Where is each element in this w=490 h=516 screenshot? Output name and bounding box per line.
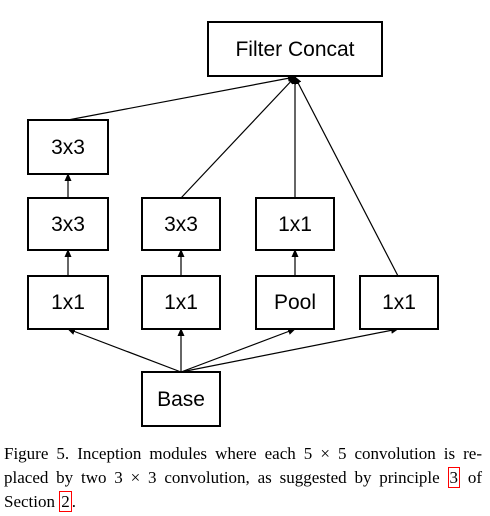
node-base-label: Base — [157, 388, 205, 411]
edge-b4-to-concat — [294, 76, 399, 277]
principle-reference-link[interactable]: 3 — [447, 467, 461, 488]
node-branch1-1x1-label: 1x1 — [51, 291, 85, 314]
node-branch2-1x1: 1x1 — [141, 275, 221, 330]
caption-text: Figure 5. Inception modules where each 5… — [4, 444, 482, 487]
node-branch1-3x3-mid: 3x3 — [27, 197, 109, 251]
edge-base-to-b4-1x1 — [180, 326, 399, 373]
node-branch1-3x3-mid-label: 3x3 — [51, 213, 85, 236]
caption-text-end: . — [71, 492, 76, 511]
node-filter-concat-label: Filter Concat — [235, 38, 354, 61]
node-pool-label: Pool — [274, 291, 316, 314]
node-branch3-1x1-label: 1x1 — [278, 213, 312, 236]
edge-b1-to-concat — [67, 74, 296, 121]
caption-text-section: of Section — [4, 468, 482, 511]
node-branch2-3x3: 3x3 — [141, 197, 221, 251]
node-branch3-1x1: 1x1 — [255, 197, 335, 251]
edge-base-to-b1-1x1 — [67, 328, 182, 373]
node-branch1-3x3-top: 3x3 — [27, 119, 109, 175]
node-branch1-3x3-top-label: 3x3 — [51, 136, 85, 159]
node-filter-concat: Filter Concat — [207, 21, 383, 77]
node-branch2-1x1-label: 1x1 — [164, 291, 198, 314]
node-pool: Pool — [255, 275, 335, 330]
edge-b2-to-concat — [180, 76, 296, 199]
section-reference-link[interactable]: 2 — [59, 491, 72, 512]
edge-base-to-pool — [180, 328, 296, 373]
node-base: Base — [141, 371, 221, 427]
node-branch4-1x1-label: 1x1 — [382, 291, 416, 314]
inception-module-diagram: Filter Concat 3x3 3x3 3x3 1x1 1x1 1x1 Po… — [27, 21, 439, 427]
figure-caption: Figure 5. Inception modules where each 5… — [4, 442, 482, 514]
node-branch4-1x1: 1x1 — [359, 275, 439, 330]
node-branch1-1x1: 1x1 — [27, 275, 109, 330]
node-branch2-3x3-label: 3x3 — [164, 213, 198, 236]
